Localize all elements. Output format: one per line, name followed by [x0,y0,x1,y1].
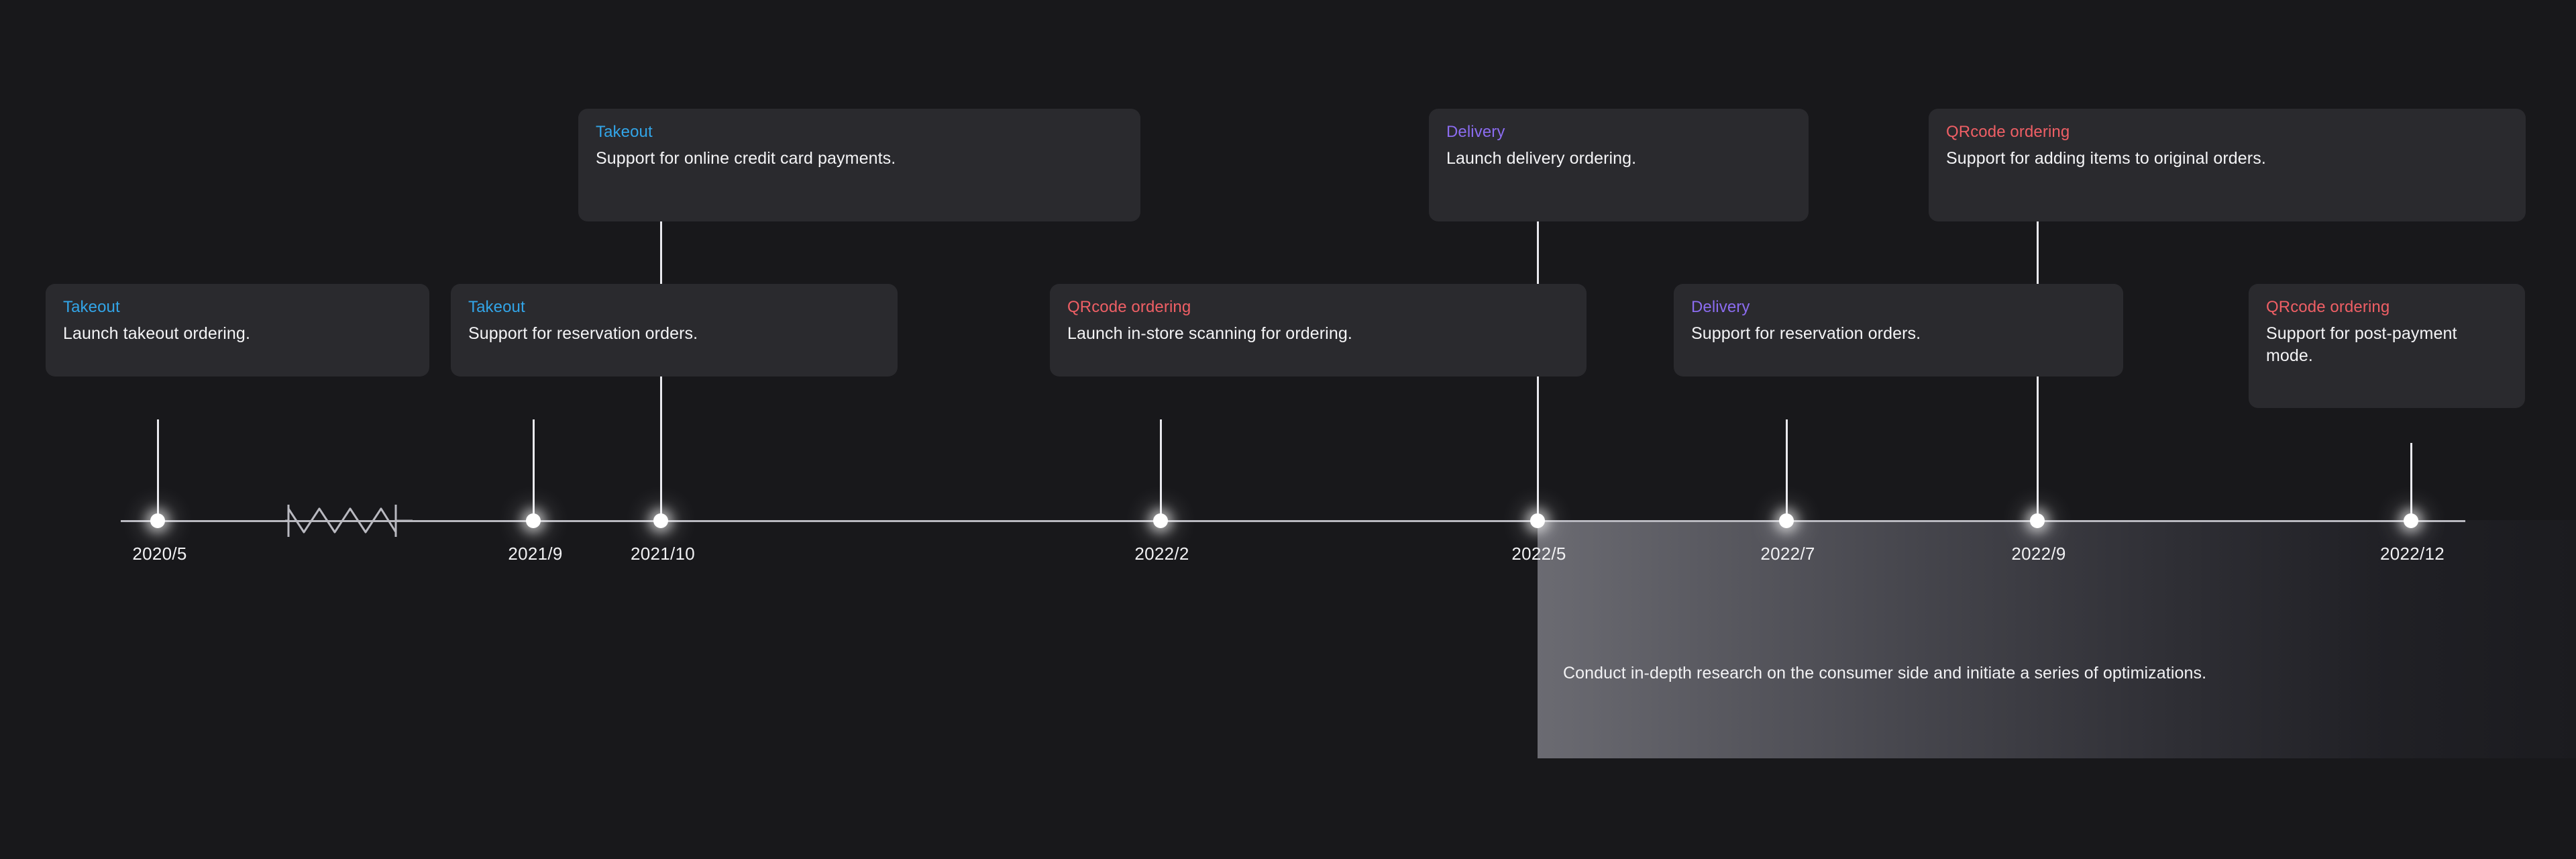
timeline-dot-2021-10[interactable] [653,513,668,528]
axis-tick-label-2022-12: 2022/12 [2379,544,2445,564]
milestone-category-2022-12: QRcode ordering [2266,298,2390,316]
milestone-card-2021-10[interactable]: Takeout Support for online credit card p… [578,109,1140,221]
milestone-card-2022-7[interactable]: Delivery Support for reservation orders. [1674,284,2123,376]
timeline-axis [121,520,2465,522]
axis-tick-label-2021-9: 2021/9 [508,544,563,564]
axis-tick-label-2020-5: 2020/5 [132,544,187,564]
axis-tick-label-2022-9: 2022/9 [2011,544,2066,564]
stem-2022-12 [2410,443,2412,520]
milestone-description-2021-9: Support for reservation orders. [468,323,698,343]
stem-2020-5 [157,419,159,520]
timeline-dot-2022-5[interactable] [1530,513,1545,528]
milestone-category-2021-9: Takeout [468,298,525,316]
milestone-category-2022-2: QRcode ordering [1067,298,1191,316]
timeline-dot-2022-2[interactable] [1153,513,1168,528]
milestone-card-2022-5[interactable]: Delivery Launch delivery ordering. [1429,109,1809,221]
stem-2022-7 [1786,419,1788,520]
research-phase-band [1538,520,2576,758]
milestone-description-2020-5: Launch takeout ordering. [63,323,250,343]
milestone-category-2021-10: Takeout [596,123,653,141]
milestone-description-2022-7: Support for reservation orders. [1691,323,1921,343]
timeline-dot-2022-9[interactable] [2030,513,2045,528]
axis-tick-label-2022-5: 2022/5 [1511,544,1566,564]
milestone-description-2022-5: Launch delivery ordering. [1446,148,1637,168]
milestone-card-2022-2[interactable]: QRcode ordering Launch in-store scanning… [1050,284,1587,376]
timeline-dot-2022-12[interactable] [2404,513,2418,528]
milestone-category-2022-7: Delivery [1691,298,1750,316]
axis-tick-label-2022-7: 2022/7 [1760,544,1815,564]
timeline-dot-2022-7[interactable] [1779,513,1794,528]
research-phase-note: Conduct in-depth research on the consume… [1563,664,2207,683]
milestone-category-2022-9: QRcode ordering [1946,123,2070,141]
milestone-description-2022-2: Launch in-store scanning for ordering. [1067,323,1352,343]
milestone-card-2022-9[interactable]: QRcode ordering Support for adding items… [1929,109,2526,221]
milestone-description-2021-10: Support for online credit card payments. [596,148,896,168]
milestone-category-2020-5: Takeout [63,298,120,316]
milestone-card-2022-12[interactable]: QRcode ordering Support for post-payment… [2249,284,2525,408]
axis-tick-label-2022-2: 2022/2 [1134,544,1189,564]
milestone-description-2022-9: Support for adding items to original ord… [1946,148,2266,168]
stem-2022-2 [1160,419,1162,520]
timeline-dot-2020-5[interactable] [150,513,165,528]
milestone-description-2022-12: Support for post-payment mode. [2266,323,2457,365]
stem-2021-9 [533,419,535,520]
axis-break-zigzag-icon [282,501,416,540]
milestone-card-2021-9[interactable]: Takeout Support for reservation orders. [451,284,898,376]
milestone-card-2020-5[interactable]: Takeout Launch takeout ordering. [46,284,429,376]
timeline-dot-2021-9[interactable] [526,513,541,528]
milestone-category-2022-5: Delivery [1446,123,1505,141]
axis-tick-label-2021-10: 2021/10 [630,544,696,564]
